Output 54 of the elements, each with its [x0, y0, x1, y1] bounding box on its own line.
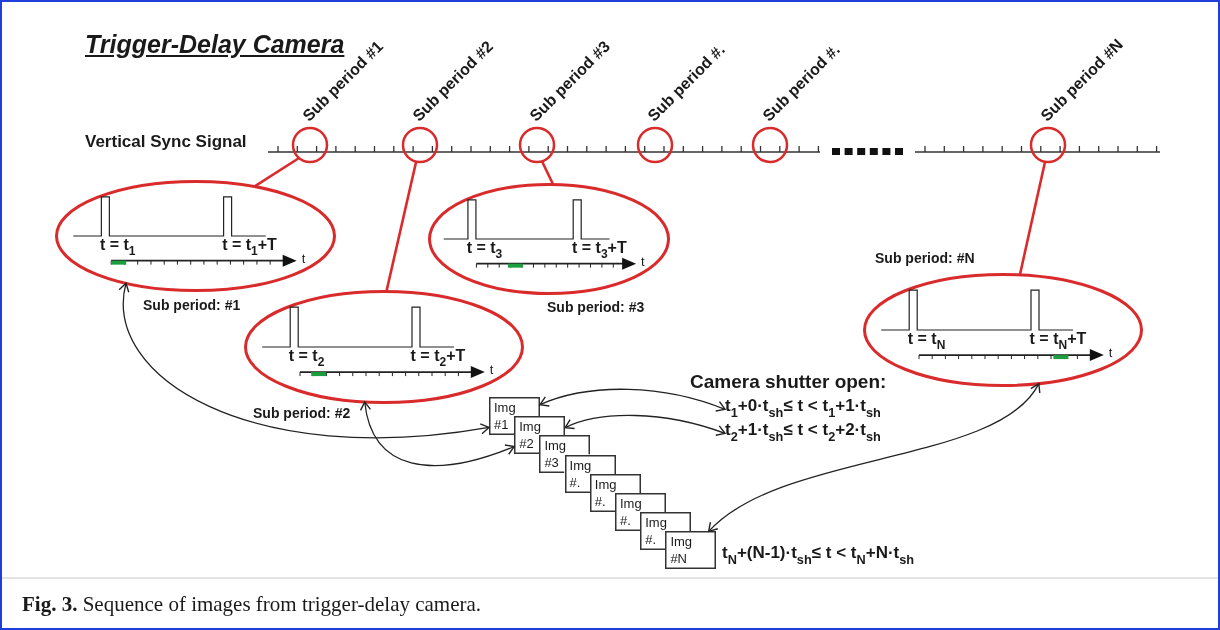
- axis-label: t: [489, 363, 494, 377]
- connector-line: [1018, 161, 1047, 276]
- curved-arrow: [119, 282, 490, 439]
- image-frame: [539, 435, 591, 474]
- image-label: Img #.: [594, 475, 618, 510]
- axis-label: t: [641, 254, 645, 269]
- sync-marker-circle: [291, 126, 329, 164]
- sub-period-heading: Sub period: #N: [875, 251, 975, 266]
- sync-marker-circle: [518, 126, 556, 164]
- curved-arrow: [360, 401, 515, 467]
- image-label: Img #.: [645, 514, 668, 549]
- image-frame: [589, 473, 641, 512]
- image-frame: [665, 531, 717, 570]
- shutter-interval-formula: t$_{1}$+0·t$_{sh}$≤ t < t$_{1}$+1·t$_{sh}$: [725, 396, 881, 423]
- label-text: Camera shutter open:: [690, 371, 887, 393]
- axis-label: t: [301, 251, 306, 266]
- sync-marker-circle: [401, 126, 439, 164]
- figure-caption: Fig. 3. Sequence of images from trigger-delay camera.: [22, 592, 482, 617]
- sync-marker-circle: [1029, 126, 1067, 164]
- curved-arrow: [564, 414, 726, 437]
- image-frame: [489, 397, 540, 435]
- sync-marker-circle: [636, 126, 674, 164]
- time-label: t = t$_{3}$+T: [572, 240, 627, 261]
- axis-label: t: [1108, 346, 1113, 360]
- image-label: Img #.: [620, 495, 643, 529]
- connector-line: [253, 156, 300, 188]
- time-label: t = t$_{2}$: [288, 348, 325, 369]
- shutter-interval-formula: t$_{N}$+(N-1)·t$_{sh}$≤ t < t$_{N}$+N·t$_{sh}$: [722, 543, 915, 570]
- connector-line: [540, 160, 555, 186]
- time-label: t = t$_{3}$: [466, 240, 503, 261]
- time-label: t = t$_{1}$: [99, 237, 136, 258]
- diagram-title: Trigger-Delay Camera: [85, 30, 345, 58]
- image-frame: [640, 512, 692, 551]
- image-label: Img #N: [670, 533, 694, 568]
- curved-arrow: [539, 388, 726, 412]
- image-label: Img #2: [519, 418, 542, 453]
- sync-marker-circle: [751, 126, 789, 164]
- image-label: Img #.: [569, 456, 593, 491]
- image-frame: [615, 493, 666, 531]
- sub-period-heading: Sub period: #3: [547, 300, 645, 315]
- time-label: t = t$_{N}$+T: [1029, 331, 1087, 352]
- time-label: t = t$_{1}$+T: [222, 237, 277, 258]
- label-text: Vertical Sync Signal: [85, 132, 247, 152]
- image-frame: [514, 416, 566, 455]
- time-label: t = t$_{2}$+T: [410, 348, 466, 369]
- sub-period-heading: Sub period: #1: [143, 298, 241, 313]
- image-frame: [564, 454, 616, 493]
- sub-period-heading: Sub period: #2: [253, 406, 351, 421]
- connector-line: [385, 161, 418, 292]
- image-label: Img #3: [544, 437, 568, 472]
- time-label: t = t$_{N}$: [907, 331, 946, 352]
- curved-arrow: [708, 382, 1040, 533]
- image-label: Img #1: [494, 399, 517, 433]
- shutter-interval-formula: t$_{2}$+1·t$_{sh}$≤ t < t$_{2}$+2·t$_{sh}$: [725, 420, 881, 447]
